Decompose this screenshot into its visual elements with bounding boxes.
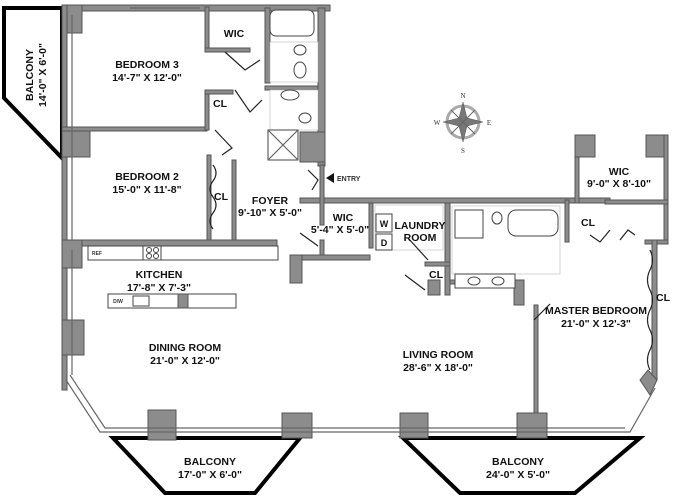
foyer-name: FOYER	[252, 195, 289, 207]
cl-master-side-label: CL	[656, 292, 671, 304]
room-labels: BALCONY 14'-0" X 6'-0" BEDROOM 3 14'-7" …	[24, 28, 671, 481]
laundry-name2: ROOM	[404, 232, 437, 244]
cl-laundry-label: CL	[429, 269, 444, 281]
living-size: 28'-6" X 18'-0"	[403, 362, 473, 374]
cl-master-label: CL	[581, 217, 596, 229]
svg-text:BALCONY: BALCONY	[24, 49, 36, 101]
kitchen-counter-top	[87, 245, 279, 261]
compass-rose-icon: N E S W	[434, 92, 491, 155]
wic-foyer-size: 5'-4" X 5'-0"	[311, 224, 369, 236]
entry-label: ENTRY	[337, 176, 361, 183]
dining-size: 21'-0" X 12'-0"	[150, 355, 220, 367]
dishwasher-label: D/W	[113, 299, 123, 305]
balcony-living-outline	[398, 436, 646, 495]
balcony-dining-name: BALCONY	[184, 456, 236, 468]
foyer-size: 9'-10" X 5'-0"	[238, 207, 302, 219]
laundry-name: LAUNDRY	[395, 220, 446, 232]
wic-master-name: WIC	[609, 166, 630, 178]
kitchen-size: 17'-8" X 7'-3"	[127, 282, 191, 294]
balcony-living-name: BALCONY	[492, 456, 544, 468]
dryer-label: D	[381, 238, 388, 248]
cl-bed3-label: CL	[213, 98, 228, 110]
master-bathroom	[451, 205, 561, 289]
bedroom3-size: 14'-7" X 12'-0"	[112, 72, 182, 84]
living-name: LIVING ROOM	[403, 349, 474, 361]
dining-name: DINING ROOM	[149, 342, 222, 354]
bathroom-2	[267, 89, 319, 161]
balcony-dining-size: 17'-0" X 6'-0"	[178, 469, 242, 481]
bedroom2-name: BEDROOM 2	[115, 171, 179, 183]
bedroom2-size: 15'-0" X 11'-8"	[112, 184, 181, 196]
compass-s: S	[461, 147, 465, 155]
kitchen-name: KITCHEN	[136, 269, 183, 281]
window-glazing	[65, 7, 656, 433]
master-bedroom-size: 21'-0" X 12'-3"	[561, 318, 631, 330]
balcony-dining-outline	[108, 436, 305, 495]
wic-bed3-label: WIC	[224, 28, 245, 40]
svg-text:14'-0" X 6'-0": 14'-0" X 6'-0"	[37, 43, 49, 107]
compass-n: N	[460, 92, 465, 100]
master-bedroom-name: MASTER BEDROOM	[545, 305, 647, 317]
compass-e: E	[487, 119, 491, 127]
washer-label: W	[380, 219, 389, 229]
bathroom-1	[269, 9, 319, 83]
compass-w: W	[434, 119, 441, 127]
kitchen-island	[107, 293, 237, 309]
doors	[209, 51, 654, 371]
wic-master-size: 9'-0" X 8'-10"	[587, 178, 651, 190]
ref-label: REF	[92, 251, 102, 257]
bedroom3-name: BEDROOM 3	[115, 59, 179, 71]
balcony-left-label: BALCONY 14'-0" X 6'-0"	[24, 43, 49, 107]
wic-foyer-name: WIC	[333, 212, 354, 224]
washer	[375, 213, 393, 233]
walls	[61, 4, 669, 441]
balcony-living-size: 24'-0" X 5'-0"	[486, 469, 550, 481]
cl-bed2-label: CL	[214, 191, 229, 203]
entry-arrow-icon	[326, 173, 334, 183]
dryer	[375, 233, 393, 251]
